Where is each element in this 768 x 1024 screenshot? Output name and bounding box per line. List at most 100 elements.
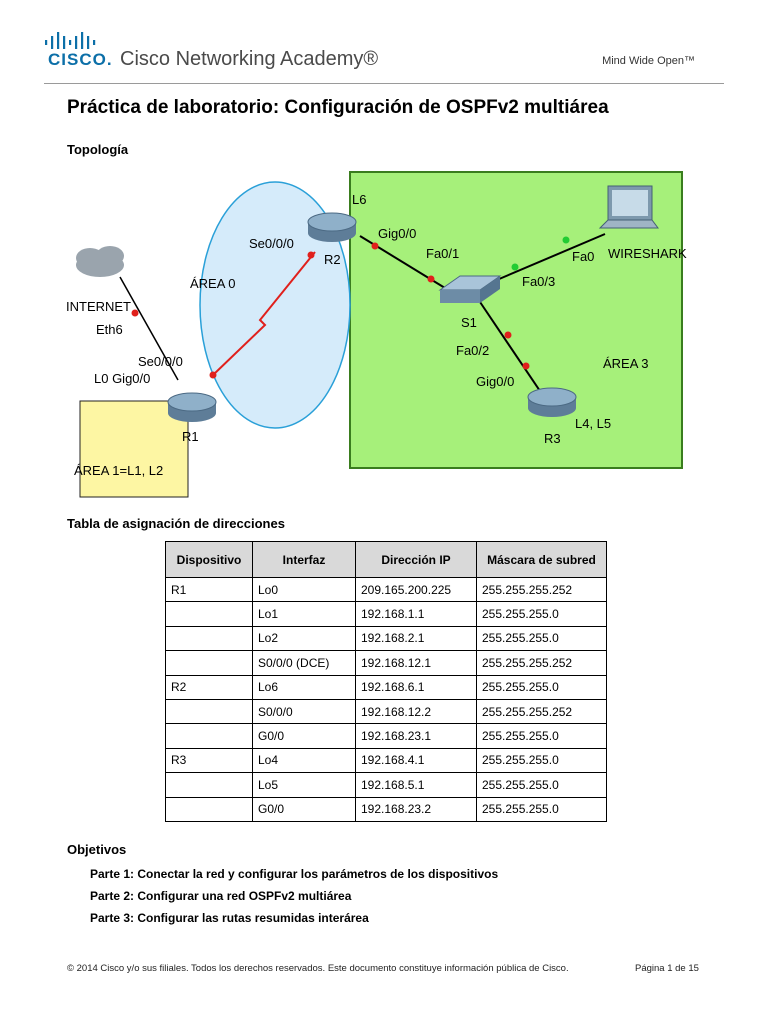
link-s1-r3	[479, 301, 543, 395]
label-eth6: Eth6	[96, 322, 123, 337]
label-se000-r1: Se0/0/0	[138, 354, 183, 369]
label-fa0: Fa0	[572, 249, 594, 264]
topology-heading: Topología	[67, 142, 129, 157]
table-cell: R3	[165, 747, 253, 774]
table-cell: 255.255.255.0	[476, 747, 607, 774]
objectives-heading: Objetivos	[67, 842, 127, 857]
table-cell	[165, 625, 253, 652]
col-header: Máscara de subred	[476, 541, 607, 578]
table-cell: 255.255.255.252	[476, 576, 607, 603]
table-cell: 255.255.255.252	[476, 698, 607, 725]
table-cell: 192.168.23.2	[355, 796, 477, 822]
brand-word: CISCO.	[48, 50, 113, 69]
table-cell	[165, 698, 253, 725]
label-area3: ÁREA 3	[603, 356, 649, 371]
academy-name: Cisco Networking Academy®	[120, 48, 379, 70]
label-wireshark: WIRESHARK	[608, 246, 687, 261]
page-title: Práctica de laboratorio: Configuración d…	[67, 97, 609, 118]
table-header-row: Dispositivo Interfaz Dirección IP Máscar…	[165, 541, 607, 578]
serial-link	[212, 251, 316, 376]
label-l0gig00: L0 Gig0/0	[94, 371, 150, 386]
table-cell: 192.168.6.1	[355, 674, 477, 700]
label-gig00-r2: Gig0/0	[378, 226, 416, 241]
table-cell: Lo2	[252, 625, 356, 652]
label-fa01: Fa0/1	[426, 246, 459, 261]
tagline: Mind Wide Open™	[602, 55, 695, 67]
link-r1-internet	[119, 276, 179, 381]
table-cell: 255.255.255.0	[476, 601, 607, 627]
table-cell: Lo5	[252, 772, 356, 798]
table-cell: S0/0/0	[252, 698, 356, 725]
page-header: CISCO. Cisco Networking Academy® Mind Wi…	[0, 0, 768, 84]
header-divider	[44, 83, 724, 84]
table-cell: 255.255.255.0	[476, 625, 607, 652]
label-r2: R2	[324, 252, 341, 267]
table-cell: 192.168.12.1	[355, 650, 477, 676]
router-r3-icon	[527, 387, 577, 417]
col-header: Dispositivo	[165, 541, 253, 578]
table-cell: 192.168.23.1	[355, 723, 477, 749]
label-fa02: Fa0/2	[456, 343, 489, 358]
topology-diagram: L6 Se0/0/0 R2 Gig0/0 Fa0/1 Fa0 WIRESHARK…	[66, 171, 687, 498]
table-cell: Lo1	[252, 601, 356, 627]
copyright-text: © 2014 Cisco y/o sus filiales. Todos los…	[67, 963, 569, 974]
laptop-icon	[598, 185, 659, 229]
router-r2-icon	[307, 212, 357, 242]
objective-item: Parte 3: Configurar las rutas resumidas …	[90, 911, 369, 925]
table-cell	[165, 772, 253, 798]
area1-region	[79, 400, 189, 498]
internet-cloud-icon	[76, 246, 124, 277]
table-cell: Lo6	[252, 674, 356, 700]
table-cell: 192.168.4.1	[355, 747, 477, 774]
table-cell: 192.168.1.1	[355, 601, 477, 627]
objective-item: Parte 1: Conectar la red y configurar lo…	[90, 867, 499, 881]
page-number: Página 1 de 15	[635, 963, 699, 974]
table-cell: R1	[165, 576, 253, 603]
label-gig00-r3: Gig0/0	[476, 374, 514, 389]
table-cell: 192.168.2.1	[355, 625, 477, 652]
label-s1: S1	[461, 315, 477, 330]
label-area1: ÁREA 1=L1, L2	[74, 463, 163, 478]
table-cell: R2	[165, 674, 253, 700]
table-cell: 255.255.255.252	[476, 650, 607, 676]
area0-region	[199, 181, 351, 429]
cisco-logo-icon	[45, 32, 96, 49]
table-cell: G0/0	[252, 723, 356, 749]
link-s1-pc	[484, 233, 606, 286]
col-header: Dirección IP	[355, 541, 477, 578]
label-se000-r2: Se0/0/0	[249, 236, 294, 251]
table-cell: 209.165.200.225	[355, 576, 477, 603]
label-fa03: Fa0/3	[522, 274, 555, 289]
table-cell: 255.255.255.0	[476, 723, 607, 749]
objective-item: Parte 2: Configurar una red OSPFv2 multi…	[90, 889, 352, 903]
table-cell: 255.255.255.0	[476, 674, 607, 700]
table-cell	[165, 796, 253, 822]
table-cell: Lo4	[252, 747, 356, 774]
table-cell	[165, 723, 253, 749]
table-cell: Lo0	[252, 576, 356, 603]
addressing-heading: Tabla de asignación de direcciones	[67, 516, 285, 531]
table-cell	[165, 650, 253, 676]
label-internet: INTERNET	[66, 299, 131, 314]
table-cell: S0/0/0 (DCE)	[252, 650, 356, 676]
table-cell	[165, 601, 253, 627]
label-l4l5: L4, L5	[575, 416, 611, 431]
router-r1-icon	[167, 392, 217, 422]
addressing-table: Dispositivo Interfaz Dirección IP Máscar…	[165, 541, 607, 822]
switch-s1-icon	[438, 275, 502, 303]
label-area0: ÁREA 0	[190, 276, 236, 291]
col-header: Interfaz	[252, 541, 356, 578]
label-r1: R1	[182, 429, 199, 444]
table-cell: 255.255.255.0	[476, 796, 607, 822]
table-cell: 255.255.255.0	[476, 772, 607, 798]
